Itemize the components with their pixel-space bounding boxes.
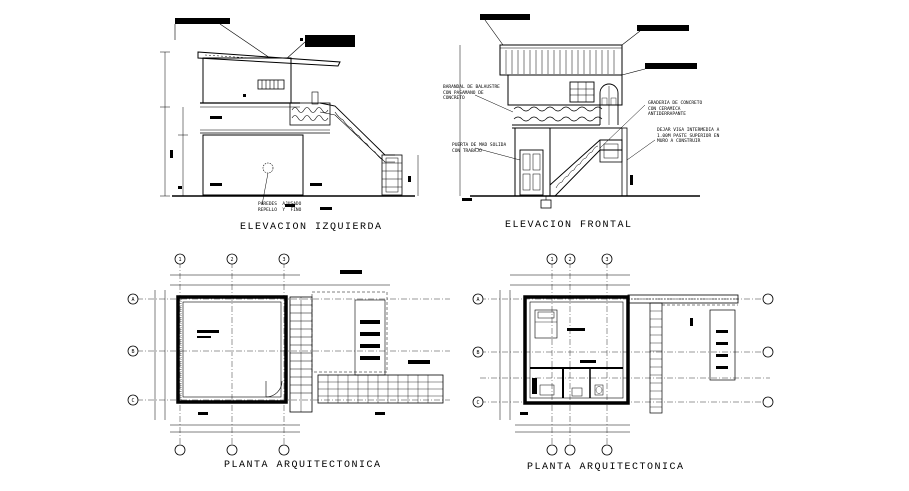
plan-ground-axis-bubbles [127,253,290,456]
axis-label: 3 [282,257,285,263]
axis-label: 1 [178,257,181,263]
note-door: PUERTA DE MAD SOLIDA CON TRABAJO [452,143,507,154]
axis-label: C [131,398,134,404]
plan-upper-drawing [480,262,770,450]
axis-label: A [476,297,479,303]
note-balustrade: BARANDAL DE BALAUSTRE CON PASAMANO DE CO… [443,85,500,101]
axis-label: A [131,297,134,303]
axis-label: 1 [550,257,553,263]
plan-ground-title: PLANTA ARQUITECTONICA [224,460,382,471]
axis-label: 3 [605,257,608,263]
axis-label: 2 [568,257,571,263]
axis-label: B [131,349,134,355]
axis-label: 2 [230,257,233,263]
plan-upper-axis-bubbles [472,253,774,456]
left-elevation-title: ELEVACION IZQUIERDA [240,222,383,233]
left-elevation-drawing [160,18,419,210]
axis-label: B [476,350,479,356]
note-beam: DEJAR VIGA INTERMEDIA A 1.00M PASTE SUPE… [657,128,720,144]
axis-label: C [476,400,479,406]
note-walls: PAREDES AJUSADO REPELLO Y FINO [258,202,302,213]
note-stair: GRADERIA DE CONCRETO CON CERAMICA ANTIDE… [648,101,703,117]
axis-bubble-labels: 1 2 3 A B C 1 2 3 A B C [131,257,608,406]
front-elevation-title: ELEVACION FRONTAL [505,220,633,231]
front-elevation-drawing [459,14,700,209]
plan-upper-title: PLANTA ARQUITECTONICA [527,462,685,473]
plan-ground-drawing [137,262,450,450]
